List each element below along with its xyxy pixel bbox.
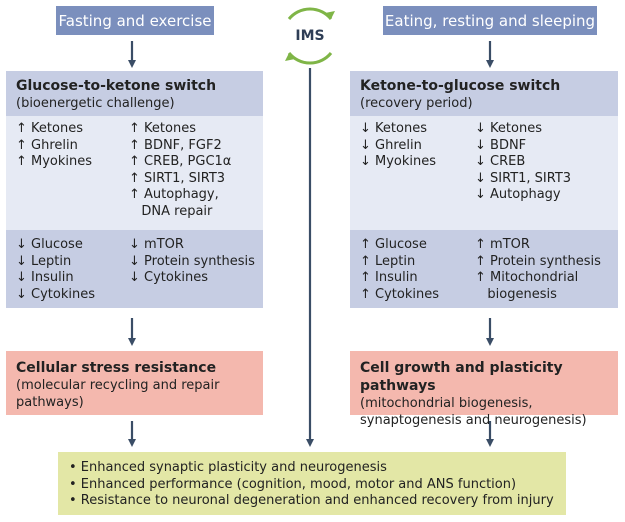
outcome-box: • Enhanced synaptic plasticity and neuro…: [58, 452, 566, 515]
list-item: ↓ Glucose: [16, 237, 83, 252]
right-switch-title-box: Ketone-to-glucose switch (recovery perio…: [350, 71, 618, 116]
right-lower-panel: ↑ Glucose ↑ Leptin ↑ Insulin ↑ Cytokines…: [350, 230, 618, 308]
left-header-label: Fasting and exercise: [58, 11, 212, 30]
list-item: ↑ Glucose: [360, 237, 427, 252]
list-item: ↓ Autophagy: [475, 187, 561, 203]
list-item: ↓ BDNF: [475, 137, 527, 153]
list-item: ↓ Cytokines: [129, 270, 208, 286]
ims-cycle-icon: [283, 7, 337, 65]
list-item: ↑ Cytokines: [360, 286, 439, 302]
right-result-title: Cell growth and plasticity pathways: [360, 360, 563, 394]
list-item: ↑ CREB, PGC1α: [129, 154, 232, 170]
list-item: ↑ Mitochondrial: [475, 270, 579, 286]
left-switch-title: Glucose-to-ketone switch: [16, 78, 217, 94]
list-item: ↓ Myokines: [360, 154, 437, 170]
list-item: ↓ SIRT1, SIRT3: [475, 170, 572, 186]
list-item: ↑ Ghrelin: [16, 137, 78, 153]
right-upper-list-1: ↓ Ketones ↓ Ghrelin ↓ Myokines: [360, 121, 436, 171]
list-item: ↑ mTOR: [475, 237, 530, 252]
right-upper-panel: ↓ Ketones ↓ Ghrelin ↓ Myokines ↓ Ketones…: [350, 116, 618, 230]
left-switch-subtitle: (bioenergetic challenge): [16, 96, 175, 111]
list-item: ↑ Insulin: [360, 270, 418, 286]
right-header: Eating, resting and sleeping: [383, 6, 597, 35]
left-header: Fasting and exercise: [56, 6, 214, 35]
left-result-title: Cellular stress resistance: [16, 360, 217, 376]
list-item: ↓ Ghrelin: [360, 137, 422, 153]
right-lower-list-1: ↑ Glucose ↑ Leptin ↑ Insulin ↑ Cytokines: [360, 237, 439, 303]
outcome-item: • Enhanced synaptic plasticity and neuro…: [69, 460, 387, 475]
list-item: ↑ Myokines: [16, 154, 93, 170]
right-switch-title: Ketone-to-glucose switch: [360, 78, 561, 94]
left-upper-list-1: ↑ Ketones ↑ Ghrelin ↑ Myokines: [16, 121, 92, 171]
left-result-box: Cellular stress resistance (molecular re…: [6, 351, 263, 415]
right-switch-subtitle: (recovery period): [360, 96, 473, 111]
left-upper-list-2: ↑ Ketones ↑ BDNF, FGF2 ↑ CREB, PGC1α ↑ S…: [129, 121, 231, 221]
right-header-label: Eating, resting and sleeping: [384, 11, 596, 30]
list-item: ↑ Leptin: [360, 253, 416, 269]
list-item: ↓ Insulin: [16, 270, 74, 286]
outcome-item: • Resistance to neuronal degeneration an…: [69, 493, 554, 508]
left-lower-list-2: ↓ mTOR ↓ Protein synthesis ↓ Cytokines: [129, 237, 255, 287]
left-lower-list-1: ↓ Glucose ↓ Leptin ↓ Insulin ↓ Cytokines: [16, 237, 95, 303]
list-item: DNA repair: [129, 203, 213, 219]
list-item: ↑ Protein synthesis: [475, 253, 601, 269]
list-item: ↑ Ketones: [16, 121, 83, 136]
right-result-box: Cell growth and plasticity pathways (mit…: [350, 351, 618, 428]
list-item: ↑ Autophagy,: [129, 187, 219, 203]
list-item: biogenesis: [475, 286, 557, 302]
left-switch-title-box: Glucose-to-ketone switch (bioenergetic c…: [6, 71, 263, 116]
ims-label: IMS: [295, 28, 325, 44]
left-lower-panel: ↓ Glucose ↓ Leptin ↓ Insulin ↓ Cytokines…: [6, 230, 263, 308]
list-item: ↑ BDNF, FGF2: [129, 137, 222, 153]
left-result-subtitle: (molecular recycling and repair pathways…: [16, 378, 220, 410]
list-item: ↓ Leptin: [16, 253, 72, 269]
list-item: ↓ mTOR: [129, 237, 184, 252]
list-item: ↓ Cytokines: [16, 286, 95, 302]
list-item: ↓ Protein synthesis: [129, 253, 255, 269]
outcome-item: • Enhanced performance (cognition, mood,…: [69, 476, 517, 492]
list-item: ↑ SIRT1, SIRT3: [129, 170, 226, 186]
right-result-subtitle: (mitochondrial biogenesis, synaptogenesi…: [360, 396, 587, 428]
list-item: ↓ CREB: [475, 154, 526, 170]
left-upper-panel: ↑ Ketones ↑ Ghrelin ↑ Myokines ↑ Ketones…: [6, 116, 263, 230]
list-item: ↑ Ketones: [129, 121, 196, 136]
list-item: ↓ Ketones: [360, 121, 427, 136]
right-upper-list-2: ↓ Ketones ↓ BDNF ↓ CREB ↓ SIRT1, SIRT3 ↓…: [475, 121, 571, 204]
list-item: ↓ Ketones: [475, 121, 542, 136]
right-lower-list-2: ↑ mTOR ↑ Protein synthesis ↑ Mitochondri…: [475, 237, 601, 303]
